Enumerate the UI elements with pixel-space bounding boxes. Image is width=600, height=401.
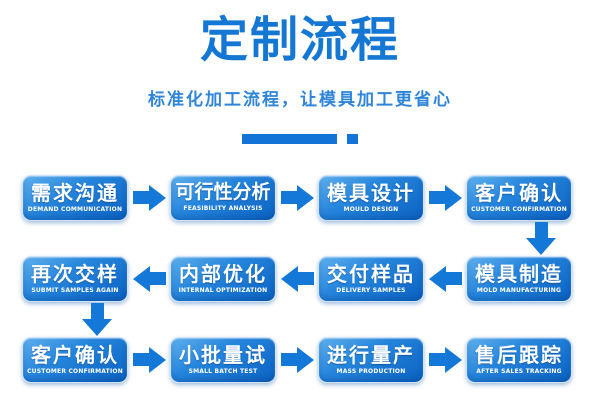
flow-step-delivery-samples: 交付样品 DELIVERY SAMPLES xyxy=(318,255,424,302)
step-label-en: MASS PRODUCTION xyxy=(336,367,406,375)
flow-row-3: 客户确认 CUSTOMER CONFIRMATION 小批量试 SMALL BA… xyxy=(22,336,572,383)
flow-step-mass-production: 进行量产 MASS PRODUCTION xyxy=(318,336,424,383)
arrow-right-icon xyxy=(280,184,314,211)
flow-step-submit-samples-again: 再次交样 SUBMIT SAMPLES AGAIN xyxy=(22,255,128,302)
underline-dot xyxy=(347,133,358,144)
step-label-zh: 客户确认 xyxy=(475,180,563,205)
flow-step-internal-optimization: 内部优化 INTERNAL OPTIMIZATION xyxy=(170,255,276,302)
connector-row-2 xyxy=(22,302,572,337)
step-label-en: CUSTOMER CONFIRMATION xyxy=(27,367,123,375)
flow-row-1: 需求沟通 DEMAND COMMUNICATION 可行性分析 FEASIBIL… xyxy=(22,174,572,221)
step-label-zh: 可行性分析 xyxy=(175,181,271,204)
step-label-en: FEASIBILITY ANALYSIS xyxy=(183,205,263,213)
arrow-left-icon xyxy=(428,265,462,292)
connector-row-1 xyxy=(22,221,572,256)
arrow-right-icon xyxy=(280,346,314,373)
step-label-en: INTERNAL OPTIMIZATION xyxy=(178,286,268,294)
step-label-zh: 需求沟通 xyxy=(31,180,119,205)
step-label-en: AFTER SALES TRACKING xyxy=(476,367,562,375)
flow-step-small-batch-test: 小批量试 SMALL BATCH TEST xyxy=(170,336,276,383)
flow-step-customer-confirmation-2: 客户确认 CUSTOMER CONFIRMATION xyxy=(22,336,128,383)
step-label-en: DEMAND COMMUNICATION xyxy=(27,205,123,213)
arrow-right-icon xyxy=(428,184,462,211)
step-label-zh: 模具设计 xyxy=(327,180,415,205)
step-label-en: MOULD DESIGN xyxy=(343,205,399,213)
arrow-right-icon xyxy=(132,184,166,211)
step-label-en: MOLD MANUFACTURING xyxy=(476,286,562,294)
flow-row-2: 再次交样 SUBMIT SAMPLES AGAIN 内部优化 INTERNAL … xyxy=(22,255,572,302)
flow-step-demand-communication: 需求沟通 DEMAND COMMUNICATION xyxy=(22,174,128,221)
step-label-en: DELIVERY SAMPLES xyxy=(336,286,406,294)
step-label-zh: 内部优化 xyxy=(179,261,267,286)
flow-step-mold-manufacturing: 模具制造 MOLD MANUFACTURING xyxy=(466,255,572,302)
arrow-down-icon xyxy=(526,221,556,256)
step-label-zh: 模具制造 xyxy=(475,261,563,286)
arrow-right-icon xyxy=(428,346,462,373)
step-label-zh: 进行量产 xyxy=(327,342,415,367)
arrow-left-icon xyxy=(132,265,166,292)
flow-step-after-sales-tracking: 售后跟踪 AFTER SALES TRACKING xyxy=(466,336,572,383)
page-title: 定制流程 xyxy=(199,12,400,68)
arrow-down-icon xyxy=(82,302,112,337)
title-underline-decoration xyxy=(0,133,600,144)
process-flowchart: 需求沟通 DEMAND COMMUNICATION 可行性分析 FEASIBIL… xyxy=(0,174,600,383)
step-label-en: SMALL BATCH TEST xyxy=(188,367,258,375)
step-label-zh: 售后跟踪 xyxy=(475,342,563,367)
step-label-en: CUSTOMER CONFIRMATION xyxy=(471,205,567,213)
arrow-right-icon xyxy=(132,346,166,373)
flow-step-customer-confirmation: 客户确认 CUSTOMER CONFIRMATION xyxy=(466,174,572,221)
page-subtitle: 标准化加工流程，让模具加工更省心 xyxy=(148,89,452,110)
step-label-zh: 小批量试 xyxy=(179,342,267,367)
step-label-zh: 再次交样 xyxy=(31,261,119,286)
arrow-left-icon xyxy=(280,265,314,292)
flow-step-feasibility-analysis: 可行性分析 FEASIBILITY ANALYSIS xyxy=(170,174,276,221)
flow-step-mould-design: 模具设计 MOULD DESIGN xyxy=(318,174,424,221)
step-label-en: SUBMIT SAMPLES AGAIN xyxy=(31,286,119,294)
step-label-zh: 客户确认 xyxy=(31,342,119,367)
step-label-zh: 交付样品 xyxy=(327,261,415,286)
underline-bar xyxy=(242,133,337,144)
